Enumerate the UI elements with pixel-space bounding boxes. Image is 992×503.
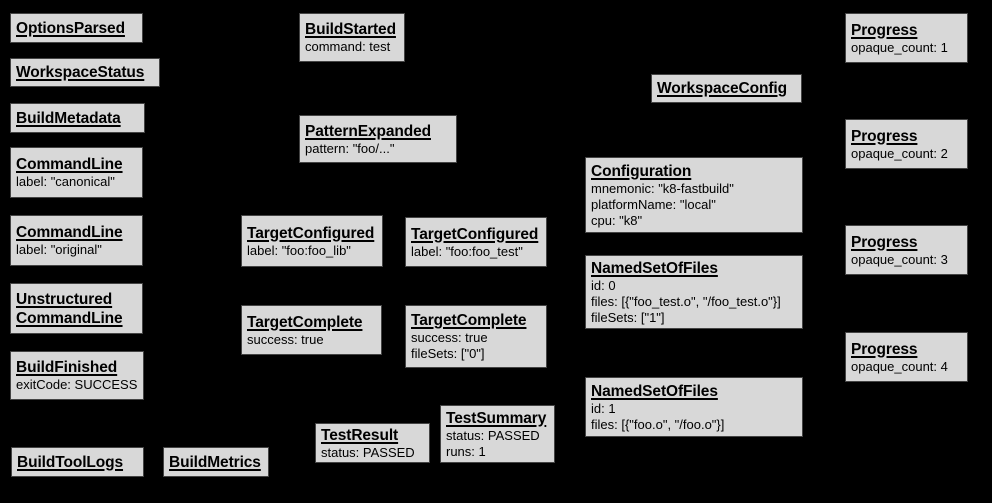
- node-title: WorkspaceStatus: [16, 64, 145, 81]
- node-workspace-config: WorkspaceConfig: [651, 74, 802, 103]
- node-title: BuildFinished: [16, 359, 118, 376]
- node-title: Progress: [851, 127, 918, 145]
- node-title: Progress: [851, 21, 918, 39]
- node-attribute: pattern: "foo/...": [305, 140, 395, 156]
- node-title: BuildStarted: [305, 21, 396, 38]
- node-attribute: label: "foo:foo_test": [411, 243, 523, 259]
- node-attribute: fileSets: ["0"]: [411, 346, 485, 361]
- node-build-metrics: BuildMetrics: [163, 447, 269, 477]
- node-attribute: opaque_count: 3: [851, 251, 948, 267]
- node-title: TestResult: [321, 426, 399, 444]
- node-attribute: status: PASSED: [446, 427, 540, 443]
- node-attribute: opaque_count: 4: [851, 358, 948, 374]
- node-title: PatternExpanded: [305, 122, 431, 140]
- node-attribute: opaque_count: 1: [851, 39, 948, 55]
- node-workspace-status: WorkspaceStatus: [10, 58, 160, 87]
- node-title: NamedSetOfFiles: [591, 382, 718, 400]
- node-attribute: platformName: "local": [591, 196, 716, 212]
- node-title: BuildMetrics: [169, 453, 261, 471]
- node-attribute: id: 1: [591, 400, 616, 416]
- node-title: NamedSetOfFiles: [591, 259, 718, 277]
- node-attribute: label: "original": [16, 242, 102, 257]
- node-title: OptionsParsed: [16, 19, 125, 37]
- node-title: TargetConfigured: [247, 224, 375, 242]
- node-title: BuildToolLogs: [17, 453, 124, 471]
- node-title: CommandLine: [16, 224, 123, 241]
- node-attribute: id: 0: [591, 277, 616, 293]
- node-build-tool-logs: BuildToolLogs: [11, 447, 144, 477]
- node-attribute: cpu: "k8": [591, 212, 643, 228]
- node-attribute: files: [{"foo.o", "/foo.o"}]: [591, 416, 725, 432]
- node-title: WorkspaceConfig: [657, 80, 787, 97]
- node-title: Unstructured CommandLine: [16, 290, 123, 327]
- node-attribute: fileSets: ["1"]: [591, 309, 665, 325]
- node-unstructured-command-line: Unstructured CommandLine: [10, 283, 143, 334]
- node-build-metadata: BuildMetadata: [10, 103, 145, 133]
- node-title: TargetConfigured: [411, 225, 539, 243]
- node-title: Progress: [851, 233, 918, 251]
- node-attribute: success: true: [411, 330, 488, 345]
- node-attribute: mnemonic: "k8-fastbuild": [591, 180, 734, 196]
- node-attribute: runs: 1: [446, 443, 486, 459]
- node-attribute: label: "foo:foo_lib": [247, 242, 351, 258]
- node-attribute: command: test: [305, 39, 391, 54]
- node-title: BuildMetadata: [16, 109, 121, 127]
- node-title: CommandLine: [16, 156, 123, 173]
- node-title: Configuration: [591, 162, 692, 180]
- node-attribute: exitCode: SUCCESS: [16, 377, 138, 392]
- node-title: TestSummary: [446, 409, 547, 427]
- node-attribute: success: true: [247, 331, 324, 347]
- node-attribute: label: "canonical": [16, 174, 115, 189]
- node-title: TargetComplete: [411, 312, 527, 329]
- node-title: Progress: [851, 340, 918, 358]
- node-options-parsed: OptionsParsed: [10, 13, 143, 43]
- node-attribute: status: PASSED: [321, 444, 415, 460]
- node-title: TargetComplete: [247, 313, 363, 331]
- node-attribute: files: [{"foo_test.o", "/foo_test.o"}]: [591, 293, 781, 309]
- node-attribute: opaque_count: 2: [851, 145, 948, 161]
